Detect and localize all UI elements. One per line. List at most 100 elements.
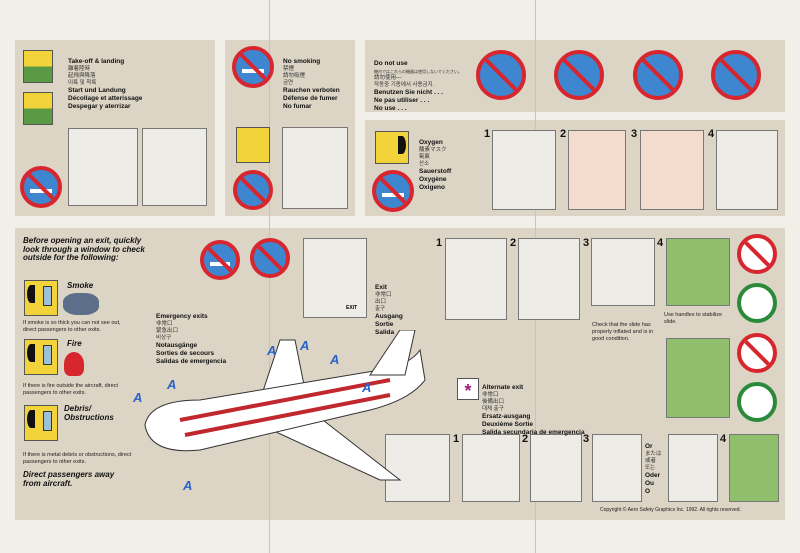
step-number: 3 — [583, 237, 590, 249]
text-line: Défense de fumer — [283, 95, 338, 102]
step-number: 2 — [560, 128, 567, 140]
exit-marker: A — [183, 478, 193, 493]
check-outside-title: Before opening an exit, quickly look thr… — [23, 236, 145, 262]
no-baggage-icon — [250, 238, 290, 278]
landing-icon — [23, 92, 53, 125]
text-line: 非常口 — [375, 292, 392, 298]
text-line: No fumar — [283, 103, 312, 110]
text-line: Oxigeno — [419, 184, 446, 191]
exit-step-illustration — [445, 238, 507, 320]
aircraft-exit-diagram — [144, 330, 426, 481]
alternate-exit-step-illustration — [592, 434, 642, 502]
step-number: 3 — [583, 433, 590, 445]
text-line: No use . . . — [374, 105, 407, 112]
alternate-exit-location-illustration — [385, 434, 450, 502]
text-line: 또는 — [645, 465, 656, 471]
alternate-exit-step-illustration — [462, 434, 520, 502]
text-line: 機内ではこれらの機器は使用しないでください。 — [374, 69, 462, 74]
step-number: 1 — [484, 128, 491, 140]
text-line: Sauerstoff — [419, 168, 452, 175]
exit-marker: A — [167, 377, 177, 392]
text-line: Start und Landung — [68, 87, 126, 94]
hazard-label: Fire — [67, 339, 82, 348]
exit-marker: A — [133, 390, 143, 405]
fire-check-icon — [24, 339, 58, 375]
step-number: 4 — [708, 128, 715, 140]
text-line: O — [645, 488, 651, 495]
alternate-exit-step-illustration — [668, 434, 718, 502]
text-line: 비상구 — [156, 335, 172, 341]
text-line: Salida — [375, 329, 395, 336]
no-smoking-icon — [232, 46, 274, 88]
text-line: Rauchen verboten — [283, 87, 340, 94]
exit-marker: A — [267, 343, 277, 358]
slide-evacuation-illustration — [666, 338, 730, 418]
text-line: 離着陸時 — [68, 66, 91, 72]
text-line: 請勿吸煙 — [283, 73, 306, 79]
text-line: 酸素マスク — [419, 147, 447, 153]
text-line: Salidas de emergencia — [156, 358, 227, 365]
text-line: Oxygen — [419, 139, 443, 146]
slide-check-note: Check that the slide has properly inflat… — [592, 322, 654, 342]
alternate-exit-icon: * — [457, 378, 479, 401]
no-smoking-icon — [372, 170, 414, 212]
hazard-note: If there is fire outside the aircraft, d… — [23, 383, 119, 396]
exit-marker: A — [362, 380, 372, 395]
no-jumping-sitting-icon — [737, 234, 777, 274]
oxygen-step-illustration — [568, 130, 626, 210]
text-line: Deuxième Sortie — [482, 421, 533, 428]
text-line: 禁煙 — [283, 66, 295, 72]
slide-jump-allowed-icon — [737, 382, 777, 422]
step-number: 2 — [522, 433, 529, 445]
oxygen-step-illustration — [716, 130, 778, 210]
seatbelt-illustration — [142, 128, 207, 206]
oxygen-step-illustration — [640, 130, 704, 210]
no-radio-icon — [554, 50, 604, 100]
text-line: 緊急出口 — [156, 328, 179, 334]
text-line: Do not use — [374, 60, 408, 67]
text-line: 出口 — [375, 299, 387, 305]
text-line: Sorties de secours — [156, 350, 215, 357]
text-line: Ersatz-ausgang — [482, 413, 531, 420]
text-line: Notausgänge — [156, 342, 198, 349]
no-smoking-icon — [200, 240, 240, 280]
text-line: Emergency exits — [156, 313, 208, 320]
text-line: 산소 — [419, 161, 430, 167]
text-line: 금연 — [283, 80, 294, 86]
text-line: Exit — [375, 284, 387, 291]
step-number: 1 — [436, 237, 443, 249]
text-line: Or — [645, 443, 653, 450]
hazard-note: If smoke is so thick you can not see out… — [23, 320, 121, 333]
text-line: 대체 출구 — [482, 406, 504, 412]
slide-check-illustration — [591, 238, 655, 306]
text-line: 氧氣 — [419, 154, 431, 160]
fire-icon — [64, 352, 84, 376]
slide-evacuation-illustration — [666, 238, 730, 306]
text-line: 後備出口 — [482, 399, 505, 405]
debris-check-icon — [24, 405, 58, 441]
lavatory-smoke-detector-icon — [236, 127, 270, 163]
text-line: Oder — [645, 472, 661, 479]
text-line: 이륙 및 착륙 — [68, 80, 97, 86]
text-line: 或者 — [645, 458, 657, 464]
text-line: 출구 — [375, 306, 386, 312]
text-line: 非常口 — [156, 321, 173, 327]
hazard-label: Debris/ Obstructions — [64, 404, 114, 422]
seatback-upright-illustration — [68, 128, 138, 206]
no-tampering-icon — [233, 170, 273, 210]
text-line: Ausgang — [375, 313, 403, 320]
step-number: 3 — [631, 128, 638, 140]
handles-note: Use handles to stabilize slide. — [664, 312, 723, 325]
hazard-label: Smoke — [67, 281, 94, 290]
text-line: Oxygène — [419, 176, 447, 183]
text-line: Take-off & landing — [68, 58, 125, 65]
text-line: 작동중 기종에서 사용금지. — [374, 82, 435, 88]
smoke-check-icon — [24, 280, 58, 316]
